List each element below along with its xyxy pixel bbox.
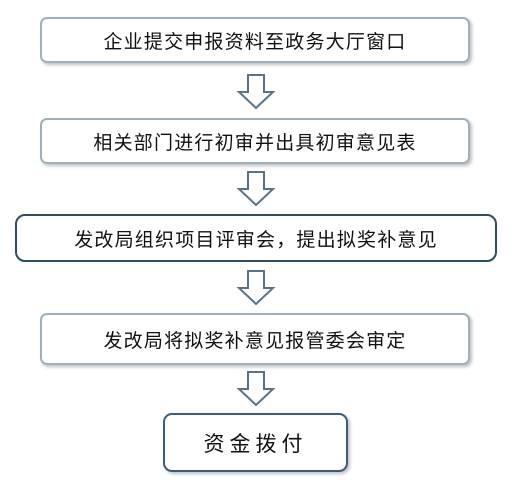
down-arrow-4 xyxy=(236,371,276,407)
step-4-committee-approval: 发改局将拟奖补意见报管委会审定 xyxy=(40,313,470,365)
step-2-preliminary-review: 相关部门进行初审并出具初审意见表 xyxy=(40,118,470,164)
step-4-label: 发改局将拟奖补意见报管委会审定 xyxy=(103,329,407,352)
down-arrow-1 xyxy=(236,74,276,110)
step-3-label: 发改局组织项目评审会，提出拟奖补意见 xyxy=(74,228,438,251)
step-5-label: 资金拨付 xyxy=(203,431,308,456)
step-1-label: 企业提交申报资料至政务大厅窗口 xyxy=(103,30,407,53)
step-2-label: 相关部门进行初审并出具初审意见表 xyxy=(93,131,417,154)
down-arrow-2 xyxy=(236,171,276,207)
step-1-submit-materials: 企业提交申报资料至政务大厅窗口 xyxy=(40,17,470,63)
down-arrow-3 xyxy=(236,270,276,306)
step-5-fund-disbursement: 资金拨付 xyxy=(163,413,348,472)
step-3-review-meeting: 发改局组织项目评审会，提出拟奖补意见 xyxy=(15,214,497,262)
